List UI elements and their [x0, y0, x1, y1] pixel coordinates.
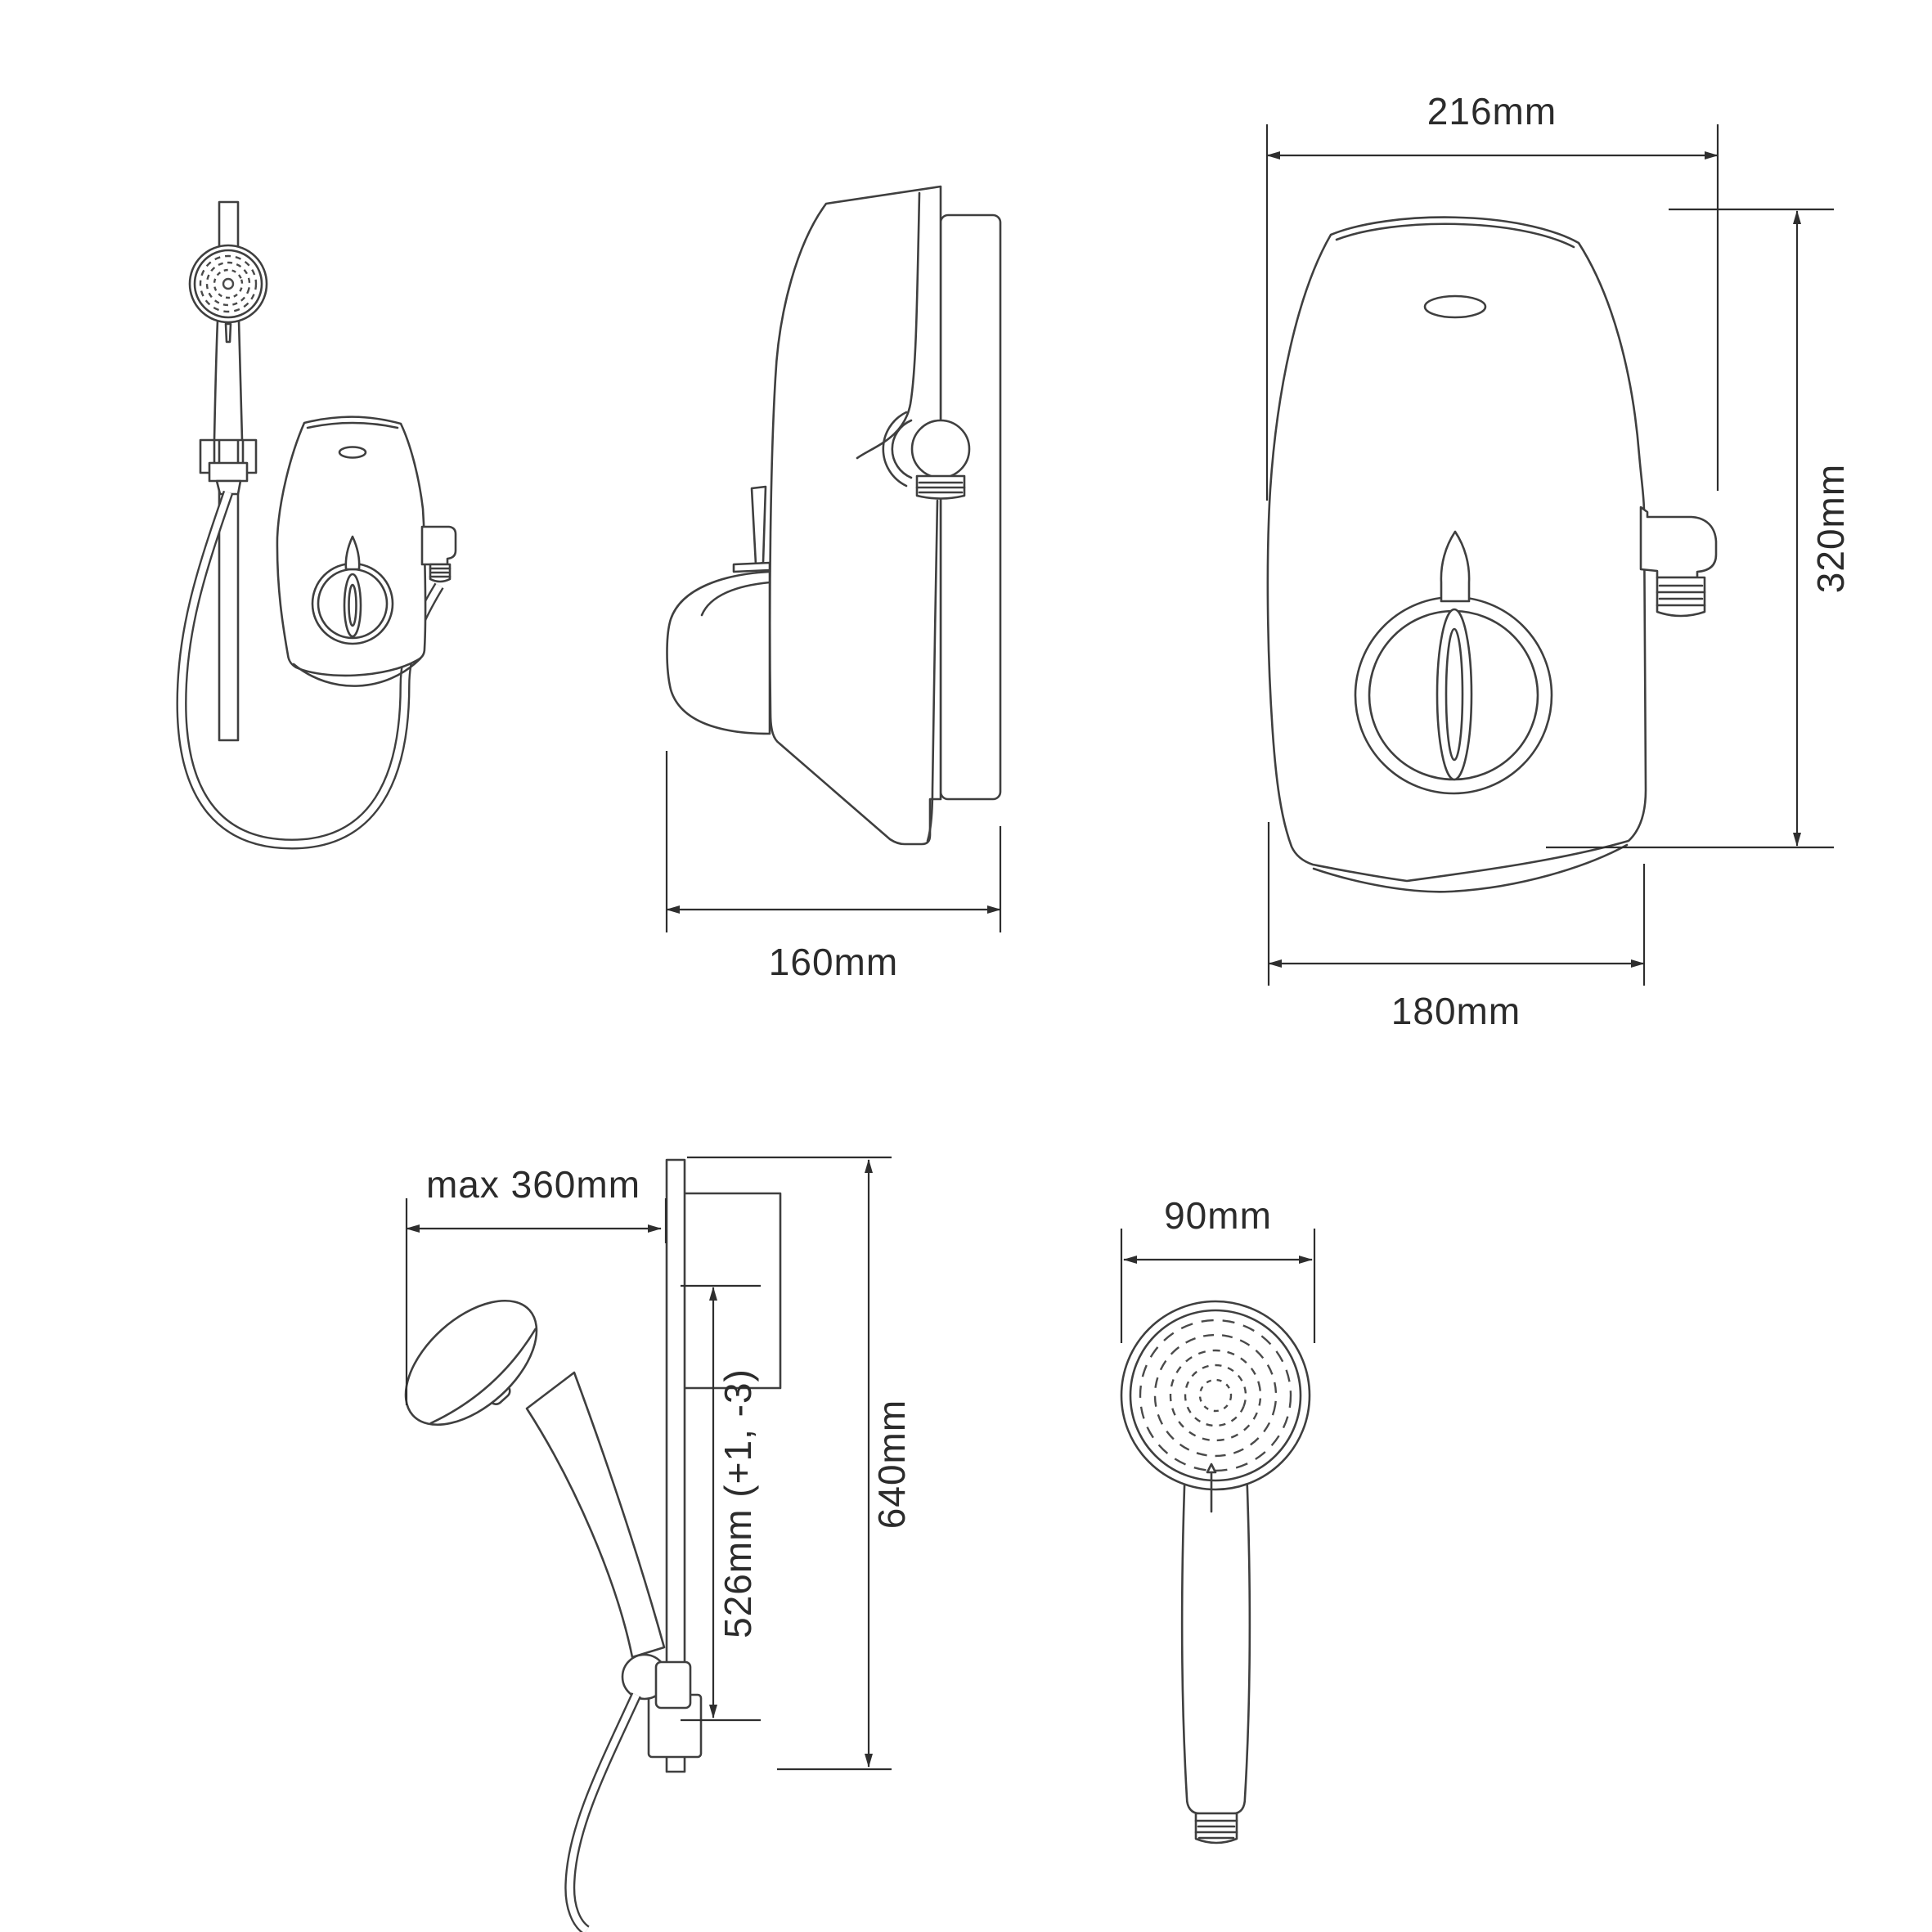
dimension-320: 320mm — [1546, 208, 1852, 849]
hose — [564, 1692, 641, 1932]
assembly-view — [176, 200, 457, 850]
knob-pointer — [344, 535, 361, 571]
rail-kit-view: max 360mm 526mm (+1, -3) 640mm — [404, 1156, 913, 1932]
top-seam — [1335, 222, 1575, 249]
knob-grip — [343, 573, 362, 638]
wall-plate — [939, 213, 1002, 801]
side-view: 160mm — [665, 185, 1002, 983]
dimension-360: max 360mm — [405, 1163, 667, 1405]
wall-bracket-box — [682, 1192, 782, 1390]
dim-label-640mm: 640mm — [870, 1400, 913, 1529]
outlet-saddle-outer — [882, 411, 908, 487]
dim-label-90mm: 90mm — [1164, 1194, 1272, 1237]
outlet-bracket — [1639, 505, 1718, 579]
dim-label-max-360mm: max 360mm — [426, 1163, 640, 1206]
hose — [176, 490, 444, 850]
hose-connector — [215, 479, 242, 496]
pointer-fin — [750, 485, 767, 566]
outlet-bracket — [420, 525, 457, 566]
outlet-saddle-inner — [891, 419, 913, 479]
cover-seam — [856, 191, 921, 460]
dim-label-216mm: 216mm — [1427, 90, 1557, 133]
outlet-thread — [1656, 576, 1706, 618]
fin-base — [732, 561, 771, 573]
knob-pointer — [1440, 530, 1471, 603]
handset-handle — [213, 319, 244, 442]
dim-label-320mm: 320mm — [1809, 464, 1852, 593]
vent-slot — [1423, 294, 1487, 319]
spray-toggle-pin — [224, 322, 232, 344]
holder-clamp — [654, 1660, 692, 1710]
handset-view: 90mm — [1120, 1194, 1316, 1844]
dimension-526: 526mm (+1, -3) — [681, 1284, 761, 1722]
handset-handle — [525, 1371, 666, 1659]
top-seam — [306, 421, 399, 429]
front-view: 216mm 320mm 180mm — [1265, 90, 1852, 1032]
dim-label-526mm: 526mm (+1, -3) — [717, 1368, 759, 1638]
bottom-skirt — [292, 657, 422, 687]
dimension-180: 180mm — [1267, 822, 1646, 1032]
handset-head-profile — [404, 1299, 538, 1427]
dimension-640: 640mm — [687, 1156, 913, 1771]
dim-label-180mm: 180mm — [1391, 990, 1521, 1032]
dimension-90: 90mm — [1120, 1194, 1316, 1343]
unit-front-small — [276, 416, 457, 687]
unit-body-profile — [768, 185, 942, 846]
handset-head — [1120, 1300, 1311, 1491]
knob-dome — [666, 570, 771, 735]
spray-toggle-pin — [1206, 1462, 1217, 1513]
dimension-160: 160mm — [665, 751, 1002, 983]
dimension-216: 216mm — [1265, 90, 1719, 501]
vent-slot — [338, 446, 367, 459]
dim-label-160mm: 160mm — [769, 941, 898, 983]
knob-grip — [1436, 608, 1473, 781]
bottom-skirt — [1312, 843, 1629, 893]
handset-head — [188, 244, 268, 344]
outlet-ball — [910, 419, 971, 479]
handset-handle — [1180, 1462, 1251, 1815]
knob-dome-seam — [700, 581, 771, 617]
holder-clamp — [208, 461, 249, 483]
rail — [665, 1158, 686, 1773]
hanging-hose-line — [926, 499, 939, 842]
